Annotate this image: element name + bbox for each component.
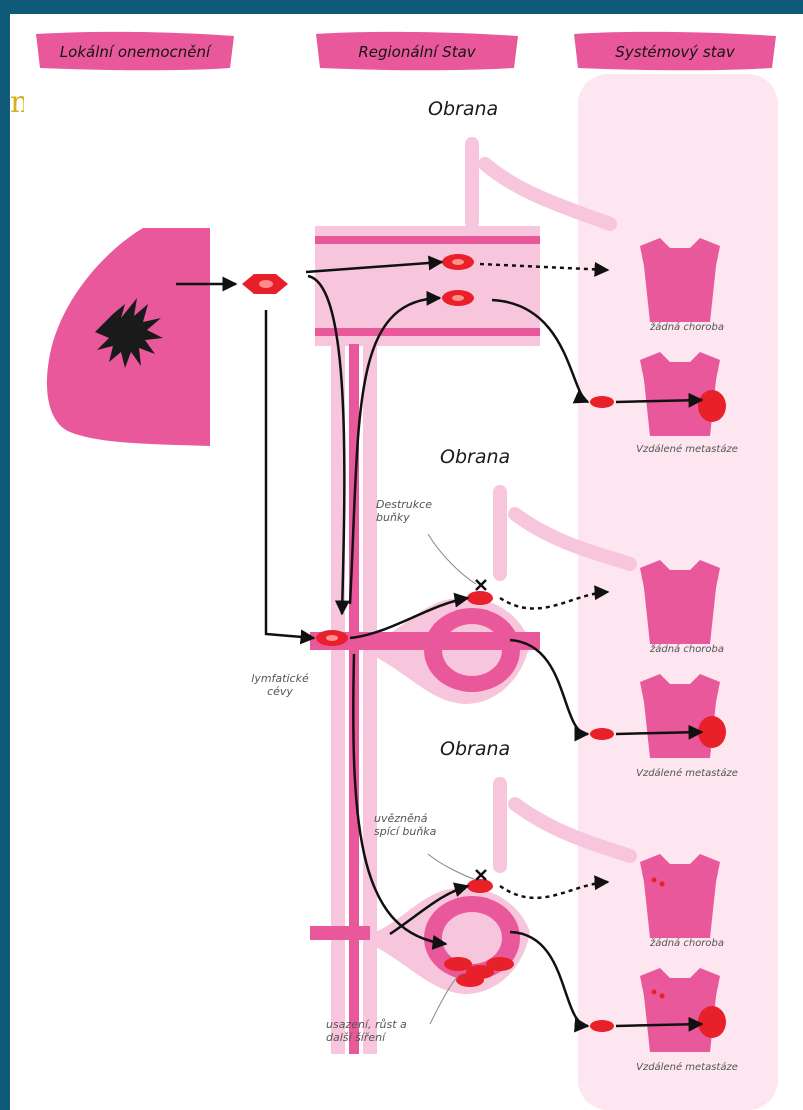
tumor-cell-lymph <box>316 630 348 646</box>
header-local-label: Lokální onemocnění <box>60 43 210 61</box>
edge-glyph: n <box>10 88 24 128</box>
outcome-label-2: Vzdálené metastáze <box>608 444 766 456</box>
torso-1 <box>640 238 720 322</box>
defense-label-2: Obrana <box>440 446 510 468</box>
outcome-label-3: žádná choroba <box>622 644 752 656</box>
annotation-dormant-cell: uvězněná spící buňka <box>374 812 454 838</box>
header-systemic-label: Systémový stav <box>615 43 734 61</box>
torso-3 <box>640 560 720 644</box>
header-regional-label: Regionální Stav <box>358 43 475 61</box>
tumor-cell-blood-2 <box>442 290 474 306</box>
destroy-mark-2 <box>476 870 486 880</box>
defense-label-3: Obrana <box>440 738 510 760</box>
outcome-label-1: žádná choroba <box>622 322 752 334</box>
tumor-cell-sys-3 <box>590 1020 614 1032</box>
destroy-mark-1 <box>476 580 486 590</box>
arrow-cell-to-lymph <box>266 310 314 638</box>
lymph-node-2 <box>370 888 530 994</box>
defense-label-1: Obrana <box>428 98 498 120</box>
lymph-node-1 <box>370 598 530 704</box>
tumor-cell-node2 <box>467 879 493 893</box>
leader-destruction <box>428 534 476 584</box>
outcome-label-6: Vzdálené metastáze <box>608 1062 766 1074</box>
header-systemic: Systémový stav <box>568 30 782 74</box>
outcome-label-5: žádná choroba <box>622 938 752 950</box>
metastasis-3 <box>698 1006 726 1038</box>
annotation-cell-destruction: Destrukce buňky <box>376 498 440 524</box>
tumor-cell-blood-1 <box>442 254 474 270</box>
metastasis-1 <box>698 390 726 422</box>
annotation-lymph-vessels: lymfatické cévy <box>250 672 310 698</box>
header-regional: Regionální Stav <box>310 30 524 74</box>
metastasis-2 <box>698 716 726 748</box>
tumor-cell-primary <box>242 274 288 294</box>
tumor-cell-sys-2 <box>590 728 614 740</box>
diagram-canvas: n Lokální onemocnění Regionální Stav Sys… <box>10 14 803 1110</box>
leader-dormant <box>428 854 476 880</box>
tumor-cell-sys-1 <box>590 396 614 408</box>
outcome-label-4: Vzdálené metastáze <box>608 768 766 780</box>
breast-illustration <box>47 228 210 446</box>
tumor-cell-node1 <box>467 591 493 605</box>
header-local: Lokální onemocnění <box>30 30 240 74</box>
torso-5 <box>640 854 720 938</box>
annotation-settle-grow: usazení, růst a další šíření <box>326 1018 426 1044</box>
